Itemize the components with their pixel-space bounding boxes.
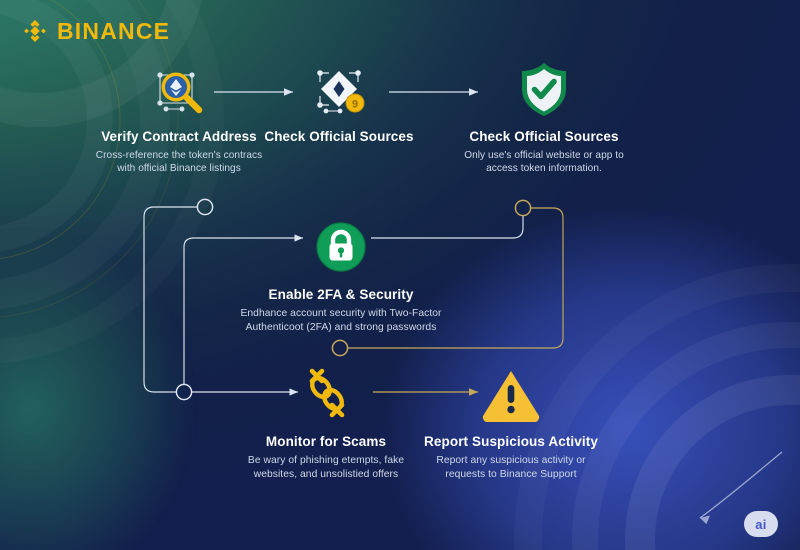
node-verify-contract-address: Verify Contract Address Cross-reference … xyxy=(48,58,310,176)
shield-check-icon xyxy=(418,58,670,120)
ai-watermark-badge: ai xyxy=(744,511,778,537)
node-monitor-for-scams: Monitor for Scams Be wary of phishing et… xyxy=(238,363,414,481)
node-title: Verify Contract Address xyxy=(101,129,257,144)
diamond-contract-coin-icon: 9 xyxy=(238,58,440,120)
warning-triangle-icon xyxy=(418,363,604,425)
desc-line-1: Endhance account security with Two-Facto… xyxy=(240,308,442,319)
node-enable-2fa-security: Enable 2FA & Security Endhance account s… xyxy=(218,216,464,334)
lock-circle-icon xyxy=(218,216,464,278)
desc-line-2: requests to Binance Support xyxy=(445,468,577,480)
node-check-official-sources-1: 9 Check Official Sources xyxy=(238,58,440,144)
node-title: Monitor for Scams xyxy=(265,434,387,449)
desc-line-2: with official Binance listings xyxy=(117,163,241,175)
desc-line-1: Be wary of phishing etempts, fake xyxy=(247,455,405,466)
node-description: Only use's official website or app to ac… xyxy=(418,149,670,176)
magnifier-token-icon xyxy=(48,58,310,120)
desc-line-1: Cross-reference the token's contracs xyxy=(95,150,263,161)
node-description: Be wary of phishing etempts, fake websit… xyxy=(238,454,414,481)
node-check-official-sources-2: Check Official Sources Only use's offici… xyxy=(418,58,670,176)
brand-name: BINANCE xyxy=(57,17,171,44)
connector-left-outer xyxy=(143,206,197,393)
desc-line-2: Authenticoot (2FA) and strong passwords xyxy=(245,321,437,333)
node-description: Report any suspicious activity or reques… xyxy=(418,454,604,481)
desc-line-1: Report any suspicious activity or xyxy=(436,455,586,466)
node-title: Check Official Sources xyxy=(469,129,619,144)
svg-text:9: 9 xyxy=(352,98,358,110)
broken-chain-icon xyxy=(238,363,414,425)
junction-circle-mid xyxy=(331,339,349,357)
node-description: Cross-reference the token's contracs wit… xyxy=(48,149,310,176)
desc-line-2: websites, and unsolistied offers xyxy=(253,468,399,480)
teal-glow-decoration xyxy=(0,180,240,550)
node-description: Endhance account security with Two-Facto… xyxy=(218,307,464,334)
connector-left-to-2fa xyxy=(183,234,304,384)
node-title: Check Official Sources xyxy=(264,129,414,144)
brand-logo: BINANCE xyxy=(22,18,170,44)
desc-line-1: Only use's official website or app to xyxy=(464,150,624,161)
node-title: Report Suspicious Activity xyxy=(424,434,598,449)
connector-2fa-to-right xyxy=(371,216,524,239)
desc-line-2: access token information. xyxy=(486,163,602,175)
junction-circle-top-left xyxy=(196,198,214,216)
connector-right-outer xyxy=(348,207,564,349)
binance-diamond-icon xyxy=(24,19,46,43)
node-title: Enable 2FA & Security xyxy=(268,287,414,302)
junction-circle-top-right xyxy=(514,199,532,217)
node-report-suspicious-activity: Report Suspicious Activity Report any su… xyxy=(418,363,604,481)
junction-circle-bottom-left xyxy=(175,383,193,401)
